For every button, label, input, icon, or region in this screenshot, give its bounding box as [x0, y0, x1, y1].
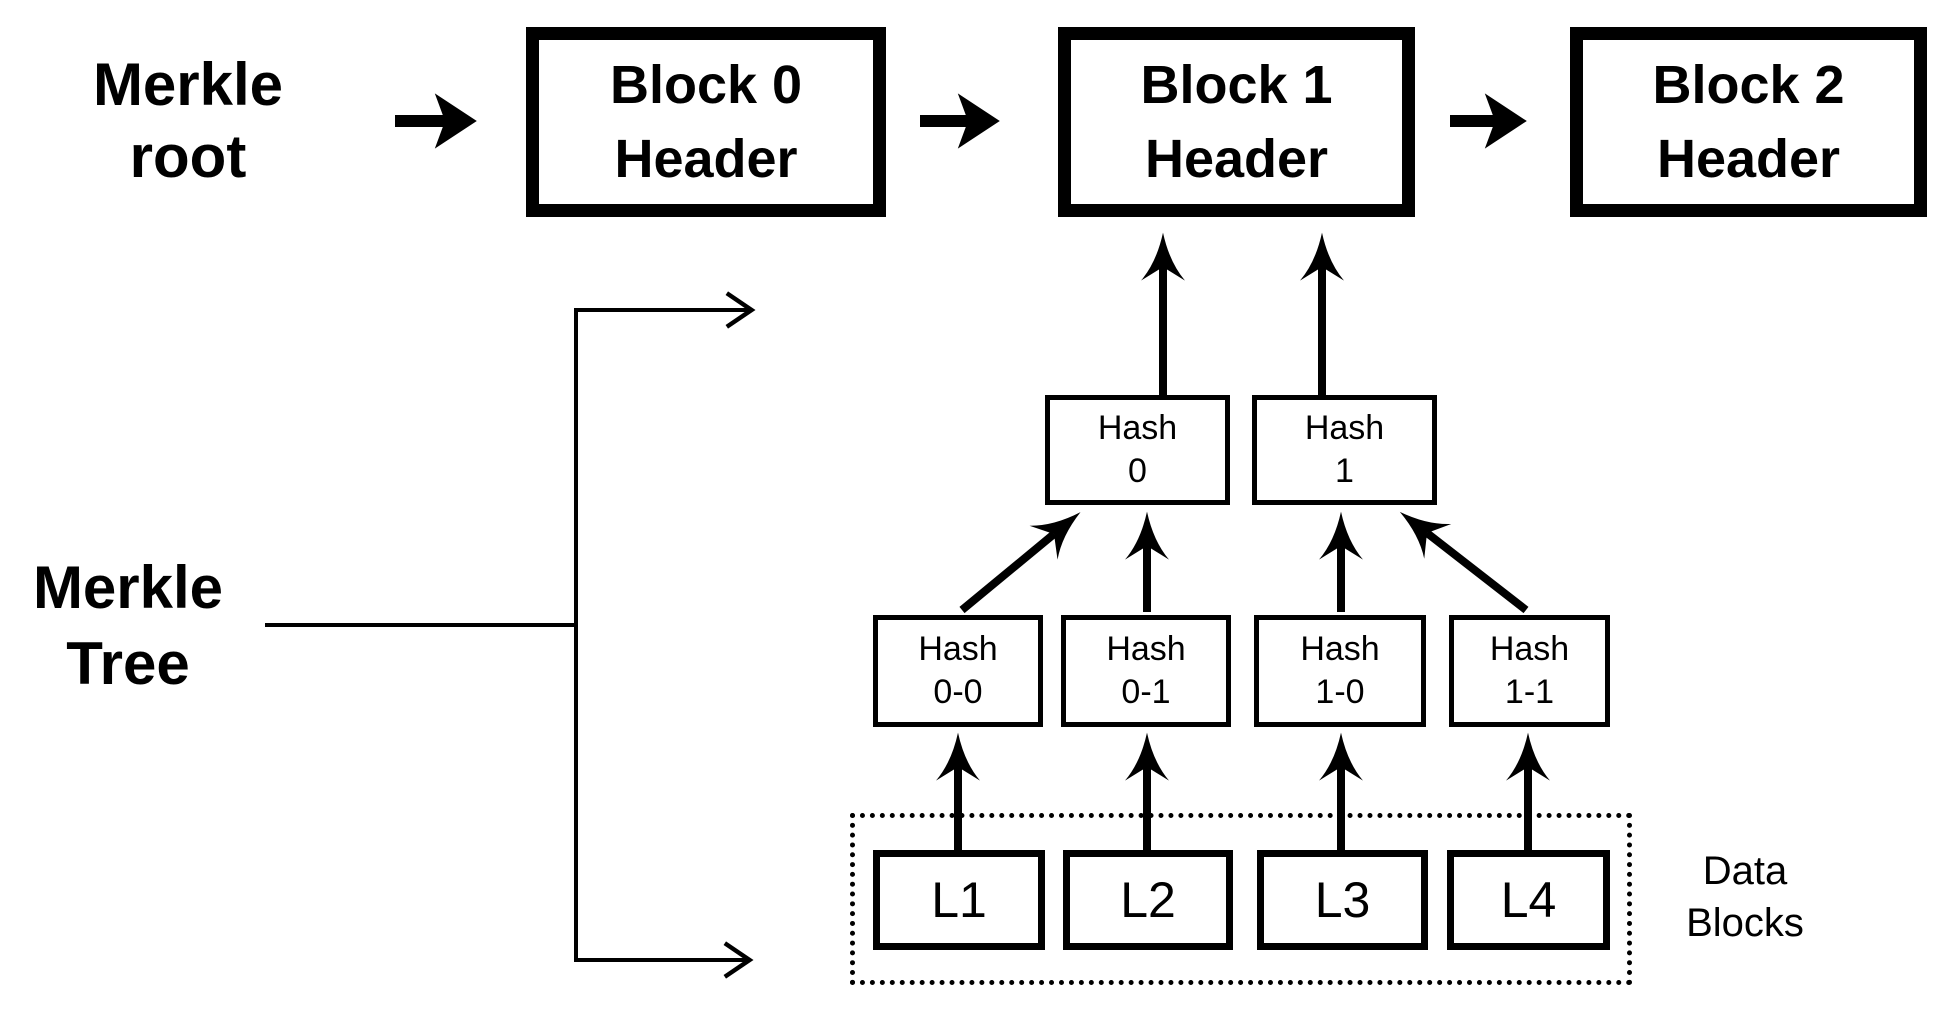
data-block-l1-label: L1	[931, 872, 987, 928]
arrow-up-right-icon	[959, 512, 1081, 614]
data-blocks-dotted-border	[850, 813, 1632, 985]
merkle-root-label-line2: root	[129, 123, 247, 190]
hash-0-0-box: Hash 0-0	[873, 615, 1043, 727]
merkle-root-label: Merkle root	[28, 49, 348, 193]
hash-1-line2: 1	[1335, 452, 1354, 490]
hash-1-box: Hash 1	[1252, 395, 1437, 505]
data-blocks-label: Data Blocks	[1595, 845, 1895, 949]
hash-0-line1: Hash	[1097, 409, 1178, 447]
hash-0-box: Hash 0	[1045, 395, 1230, 505]
arrow-up-left-icon	[1399, 511, 1529, 614]
data-blocks-label-line1: Data	[1702, 849, 1788, 893]
block-1-header-box: Block 1 Header	[1058, 27, 1415, 217]
data-block-l2-box: L2	[1063, 850, 1233, 950]
block-2-header-line1: Block 2	[1652, 55, 1845, 115]
merkle-tree-label-line2: Tree	[66, 630, 190, 697]
data-block-l3-label: L3	[1314, 872, 1371, 928]
block-0-header-box: Block 0 Header	[526, 27, 886, 217]
data-block-l3-box: L3	[1257, 850, 1428, 950]
hash-1-line1: Hash	[1304, 409, 1385, 447]
block-0-header-line2: Header	[614, 129, 798, 189]
hash-0-1-box: Hash 0-1	[1061, 615, 1231, 727]
block-1-header-line2: Header	[1144, 129, 1329, 189]
hash-1-1-line2: 1-1	[1504, 673, 1555, 711]
data-block-l2-label: L2	[1120, 872, 1176, 928]
data-block-l4-label: L4	[1500, 872, 1557, 928]
hash-1-1-line1: Hash	[1489, 630, 1570, 668]
block-2-header-line2: Header	[1656, 129, 1841, 189]
merkle-root-label-line1: Merkle	[92, 51, 284, 118]
hash-1-0-line2: 1-0	[1315, 673, 1365, 711]
data-block-l1-box: L1	[873, 850, 1045, 950]
data-block-l4-box: L4	[1447, 850, 1610, 950]
merkle-tree-label: Merkle Tree	[0, 550, 256, 702]
hash-0-1-line1: Hash	[1106, 630, 1186, 668]
hash-0-line2: 0	[1128, 452, 1147, 490]
hash-1-1-box: Hash 1-1	[1449, 615, 1610, 727]
merkle-tree-label-line1: Merkle	[32, 554, 224, 621]
hash-0-0-line1: Hash	[918, 630, 998, 668]
data-blocks-label-line2: Blocks	[1686, 901, 1804, 945]
hash-0-0-line2: 0-0	[933, 673, 983, 711]
hash-0-1-line2: 0-1	[1121, 673, 1171, 711]
block-0-header-line1: Block 0	[609, 55, 803, 115]
block-2-header-box: Block 2 Header	[1570, 27, 1927, 217]
hash-1-0-line1: Hash	[1300, 630, 1380, 668]
hash-1-0-box: Hash 1-0	[1254, 615, 1426, 727]
block-1-header-line1: Block 1	[1140, 55, 1333, 115]
